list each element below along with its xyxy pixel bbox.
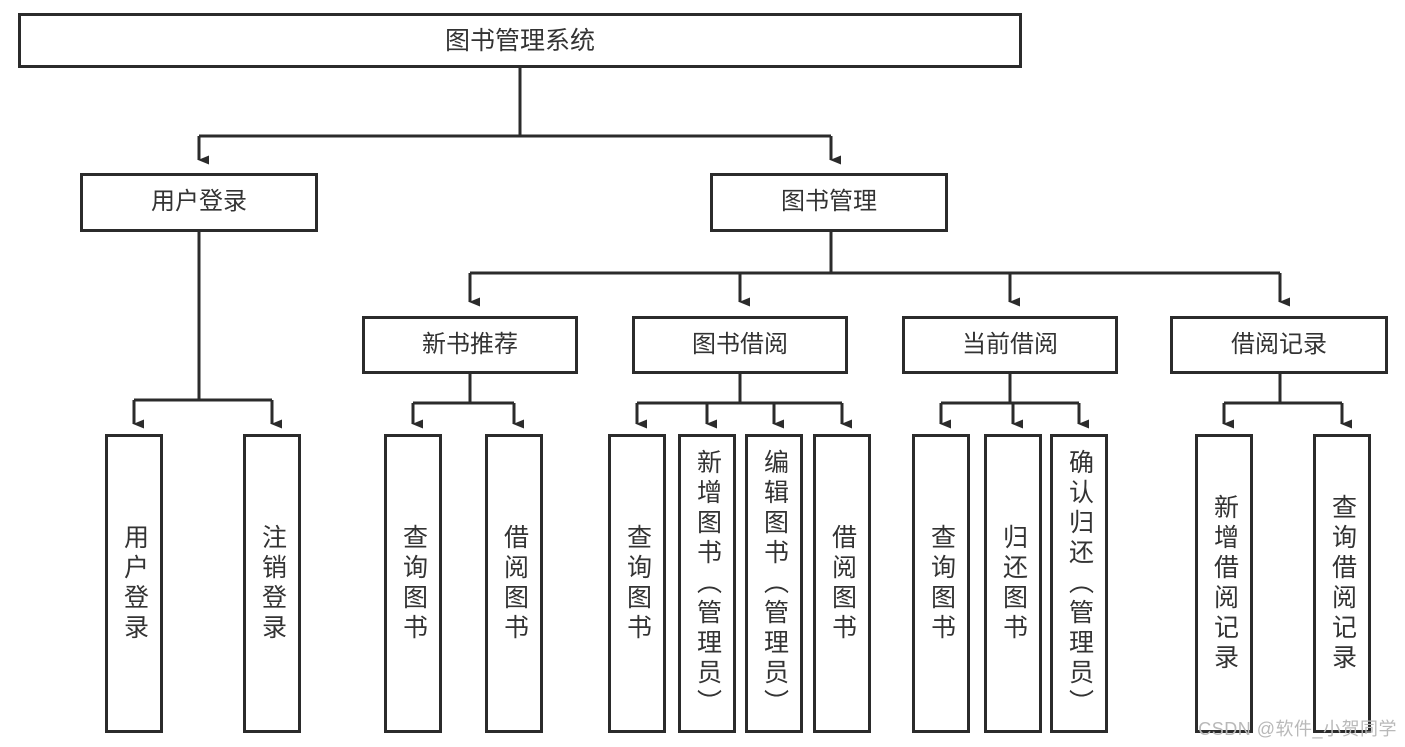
node-current-borrow-label: 当前借阅 bbox=[962, 330, 1058, 358]
node-user-login-label: 用户登录 bbox=[151, 188, 247, 216]
node-leaf-query-book-1-label: 查询图书 bbox=[399, 523, 428, 644]
node-leaf-edit-book-label: 编辑图书（管理员） bbox=[760, 448, 789, 719]
node-borrow-record-label: 借阅记录 bbox=[1231, 330, 1327, 358]
node-leaf-user-logout-label: 注销登录 bbox=[258, 523, 287, 644]
node-leaf-borrow-book-1[interactable]: 借阅图书 bbox=[485, 434, 543, 733]
node-leaf-query-book-2[interactable]: 查询图书 bbox=[608, 434, 666, 733]
csdn-watermark: CSDN @软件_小贺同学 bbox=[1198, 719, 1397, 739]
node-leaf-user-logout[interactable]: 注销登录 bbox=[243, 434, 301, 733]
node-leaf-return-book[interactable]: 归还图书 bbox=[984, 434, 1042, 733]
node-leaf-borrow-book-1-label: 借阅图书 bbox=[500, 523, 529, 644]
node-new-book-rec[interactable]: 新书推荐 bbox=[362, 316, 578, 374]
node-leaf-query-book-1[interactable]: 查询图书 bbox=[384, 434, 442, 733]
node-root-label: 图书管理系统 bbox=[444, 26, 595, 55]
node-leaf-edit-book[interactable]: 编辑图书（管理员） bbox=[745, 434, 803, 733]
node-book-manage-label: 图书管理 bbox=[781, 188, 877, 216]
node-leaf-confirm-return[interactable]: 确认归还（管理员） bbox=[1050, 434, 1108, 733]
node-leaf-return-book-label: 归还图书 bbox=[999, 523, 1028, 644]
node-leaf-add-record[interactable]: 新增借阅记录 bbox=[1195, 434, 1253, 733]
node-leaf-query-book-3[interactable]: 查询图书 bbox=[912, 434, 970, 733]
node-leaf-confirm-return-label: 确认归还（管理员） bbox=[1065, 448, 1094, 719]
node-user-login[interactable]: 用户登录 bbox=[80, 173, 318, 232]
node-leaf-query-record[interactable]: 查询借阅记录 bbox=[1313, 434, 1371, 733]
node-borrow-record[interactable]: 借阅记录 bbox=[1170, 316, 1388, 374]
node-book-borrow-label: 图书借阅 bbox=[692, 330, 788, 358]
node-current-borrow[interactable]: 当前借阅 bbox=[902, 316, 1118, 374]
node-root[interactable]: 图书管理系统 bbox=[18, 13, 1022, 68]
node-leaf-add-book-label: 新增图书（管理员） bbox=[693, 448, 722, 719]
node-leaf-borrow-book-2-label: 借阅图书 bbox=[828, 523, 857, 644]
node-leaf-query-book-3-label: 查询图书 bbox=[927, 523, 956, 644]
node-book-borrow[interactable]: 图书借阅 bbox=[632, 316, 848, 374]
node-leaf-query-record-label: 查询借阅记录 bbox=[1328, 493, 1357, 674]
node-new-book-rec-label: 新书推荐 bbox=[422, 330, 518, 358]
node-leaf-add-record-label: 新增借阅记录 bbox=[1210, 493, 1239, 674]
node-leaf-borrow-book-2[interactable]: 借阅图书 bbox=[813, 434, 871, 733]
node-book-manage[interactable]: 图书管理 bbox=[710, 173, 948, 232]
node-leaf-user-login-label: 用户登录 bbox=[120, 523, 149, 644]
node-leaf-add-book[interactable]: 新增图书（管理员） bbox=[678, 434, 736, 733]
node-leaf-query-book-2-label: 查询图书 bbox=[623, 523, 652, 644]
node-leaf-user-login[interactable]: 用户登录 bbox=[105, 434, 163, 733]
